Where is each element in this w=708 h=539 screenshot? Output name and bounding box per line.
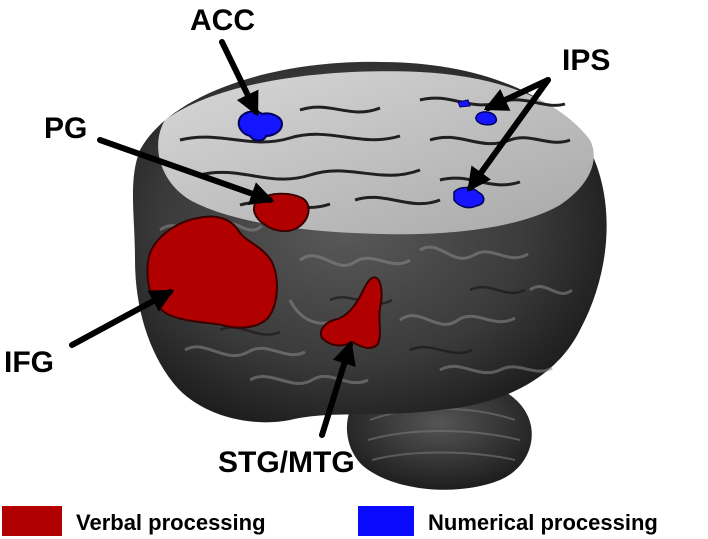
legend-label-verbal: Verbal processing	[76, 510, 266, 535]
legend-swatch-numerical	[358, 506, 414, 536]
region-ifg	[146, 215, 278, 329]
legend-label-numerical: Numerical processing	[428, 510, 658, 535]
arrow-acc	[219, 39, 259, 117]
region-ips-upper	[475, 111, 498, 126]
arrow-ips-upper	[483, 77, 551, 111]
region-acc	[237, 110, 284, 142]
region-ips-upper-small	[457, 99, 471, 108]
label-ips: IPS	[562, 44, 610, 77]
arrow-stg-mtg	[319, 340, 356, 438]
gyri-texture	[159, 221, 573, 385]
arrows	[69, 39, 551, 438]
arrow-ips-lower	[467, 77, 551, 192]
label-acc: ACC	[190, 4, 255, 37]
legend: Verbal processing Numerical processing	[2, 506, 658, 536]
label-pg: PG	[44, 112, 87, 145]
label-ifg: IFG	[4, 346, 54, 379]
arrow-ifg	[69, 289, 175, 348]
label-stg-mtg: STG/MTG	[218, 446, 355, 479]
axial-slice	[158, 71, 594, 235]
arrow-pg	[97, 137, 275, 205]
legend-swatch-verbal	[2, 506, 62, 536]
region-ips-lower	[453, 186, 485, 209]
